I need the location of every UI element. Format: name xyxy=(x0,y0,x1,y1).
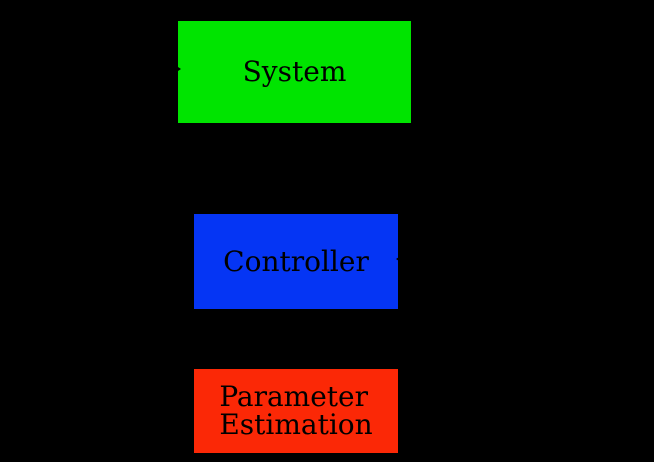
parameter-estimation-label-line2: Estimation xyxy=(219,408,373,441)
parameter-estimation-label: Parameter Estimation xyxy=(219,383,372,439)
system-node: System xyxy=(178,21,411,123)
right-arrowhead-icon xyxy=(175,65,181,73)
controller-node: Controller xyxy=(194,214,398,309)
system-label: System xyxy=(242,55,347,88)
parameter-estimation-label-line1: Parameter xyxy=(219,380,368,413)
controller-label: Controller xyxy=(223,244,369,278)
parameter-estimation-node: Parameter Estimation xyxy=(194,369,398,453)
left-arrowhead-icon xyxy=(396,255,402,263)
